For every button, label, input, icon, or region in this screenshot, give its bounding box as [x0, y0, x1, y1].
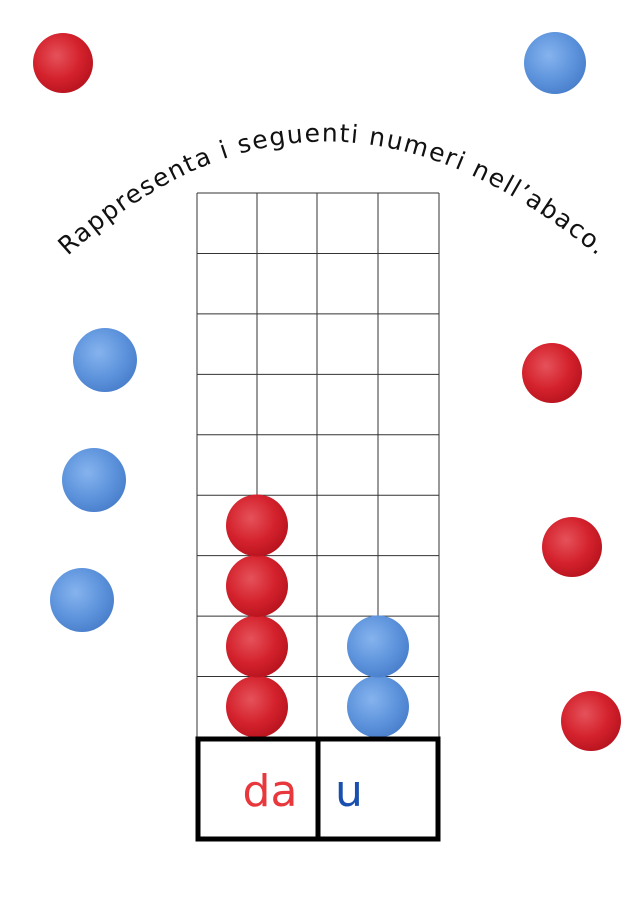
decorative-red-bead	[522, 343, 582, 403]
units-label: u	[335, 766, 363, 817]
place-value-boxes: da u	[195, 736, 441, 842]
decorative-blue-bead	[524, 32, 586, 94]
decorative-red-bead	[33, 33, 93, 93]
units-bead	[347, 615, 409, 678]
instruction-title: Rappresenta i seguenti numeri nell’abaco…	[52, 118, 613, 261]
tens-bead	[226, 494, 288, 557]
decorative-red-bead	[542, 517, 602, 577]
tens-bead	[226, 675, 288, 738]
tens-bead	[226, 615, 288, 678]
abacus-beads	[226, 494, 409, 738]
units-bead	[347, 675, 409, 738]
decorative-beads	[33, 32, 621, 751]
decorative-blue-bead	[50, 568, 114, 632]
tens-label: da	[243, 766, 298, 817]
abacus-grid	[196, 192, 440, 738]
decorative-blue-bead	[73, 328, 137, 392]
units-label-box	[315, 736, 441, 842]
decorative-blue-bead	[62, 448, 126, 512]
tens-bead	[226, 554, 288, 617]
decorative-red-bead	[561, 691, 621, 751]
